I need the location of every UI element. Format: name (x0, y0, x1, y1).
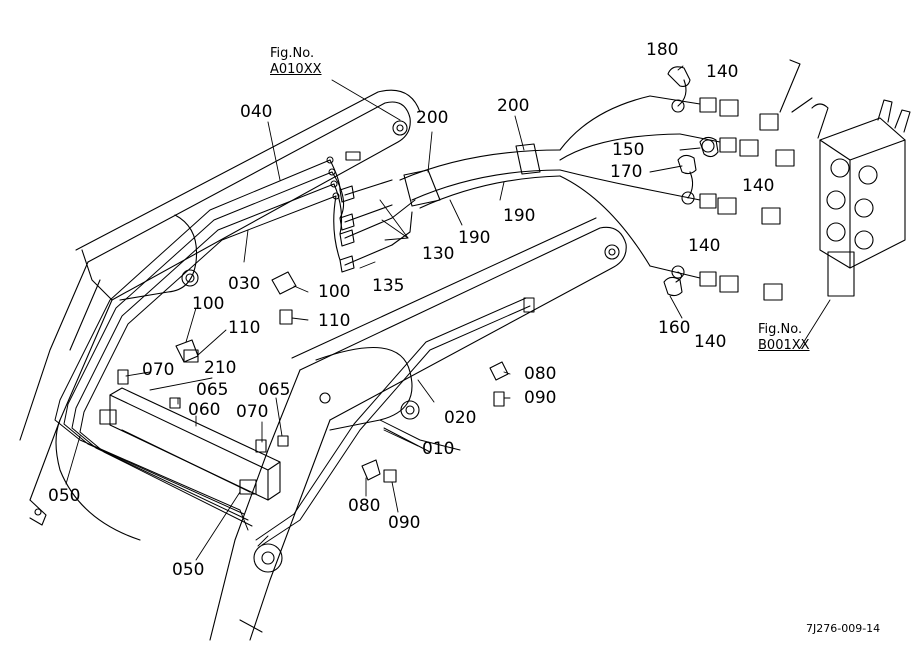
quick-couplers-140 (649, 95, 795, 301)
part-label-150[interactable]: 150 (612, 140, 645, 160)
part-label-210[interactable]: 210 (204, 358, 237, 378)
bracket-060 (99, 387, 281, 501)
part-label-010[interactable]: 010 (422, 439, 455, 459)
upper-boom-frame (19, 89, 421, 541)
part-label-170[interactable]: 170 (610, 162, 643, 182)
figure-ref-a010xx[interactable]: Fig.No. A010XX (270, 46, 322, 79)
part-label-190[interactable]: 190 (458, 228, 491, 248)
part-label-130[interactable]: 130 (422, 244, 455, 264)
part-label-140[interactable]: 140 (742, 176, 775, 196)
steel-pipes-030-040 (54, 156, 340, 531)
clamps-and-bolts (117, 271, 509, 483)
part-label-065[interactable]: 065 (258, 380, 291, 400)
figure-ref-b001xx[interactable]: Fig.No. B001XX (758, 322, 810, 355)
part-label-060[interactable]: 060 (188, 400, 221, 420)
part-label-135[interactable]: 135 (372, 276, 405, 296)
part-label-040[interactable]: 040 (240, 102, 273, 122)
steel-pipes-010-020 (255, 297, 535, 546)
part-label-200[interactable]: 200 (416, 108, 449, 128)
part-label-160[interactable]: 160 (658, 318, 691, 338)
figure-ref-label: Fig.No. (758, 322, 803, 337)
part-label-090[interactable]: 090 (388, 513, 421, 533)
lower-boom-frame (209, 217, 627, 641)
leader-lines (65, 65, 831, 561)
part-label-110[interactable]: 110 (318, 311, 351, 331)
part-label-100[interactable]: 100 (318, 282, 351, 302)
part-label-070[interactable]: 070 (236, 402, 269, 422)
part-label-065[interactable]: 065 (196, 380, 229, 400)
part-label-030[interactable]: 030 (228, 274, 261, 294)
hose-ends-130-135 (329, 151, 416, 273)
hose-bundle-sleeve-190 (399, 95, 681, 267)
figure-ref-number: B001XX (758, 338, 810, 354)
part-label-100[interactable]: 100 (192, 294, 225, 314)
part-label-140[interactable]: 140 (688, 236, 721, 256)
part-label-080[interactable]: 080 (524, 364, 557, 384)
control-valve (779, 59, 911, 297)
dust-caps-150-160-170-180 (663, 66, 719, 297)
part-label-050[interactable]: 050 (48, 486, 81, 506)
figure-ref-number: A010XX (270, 62, 322, 78)
part-label-140[interactable]: 140 (694, 332, 727, 352)
figure-ref-label: Fig.No. (270, 46, 315, 61)
part-label-140[interactable]: 140 (706, 62, 739, 82)
drawing-code: 7J276-009-14 (806, 622, 881, 635)
part-label-200[interactable]: 200 (497, 96, 530, 116)
part-label-070[interactable]: 070 (142, 360, 175, 380)
part-label-180[interactable]: 180 (646, 40, 679, 60)
part-label-190[interactable]: 190 (503, 206, 536, 226)
part-label-080[interactable]: 080 (348, 496, 381, 516)
part-label-110[interactable]: 110 (228, 318, 261, 338)
part-label-020[interactable]: 020 (444, 408, 477, 428)
part-label-090[interactable]: 090 (524, 388, 557, 408)
part-label-050[interactable]: 050 (172, 560, 205, 580)
